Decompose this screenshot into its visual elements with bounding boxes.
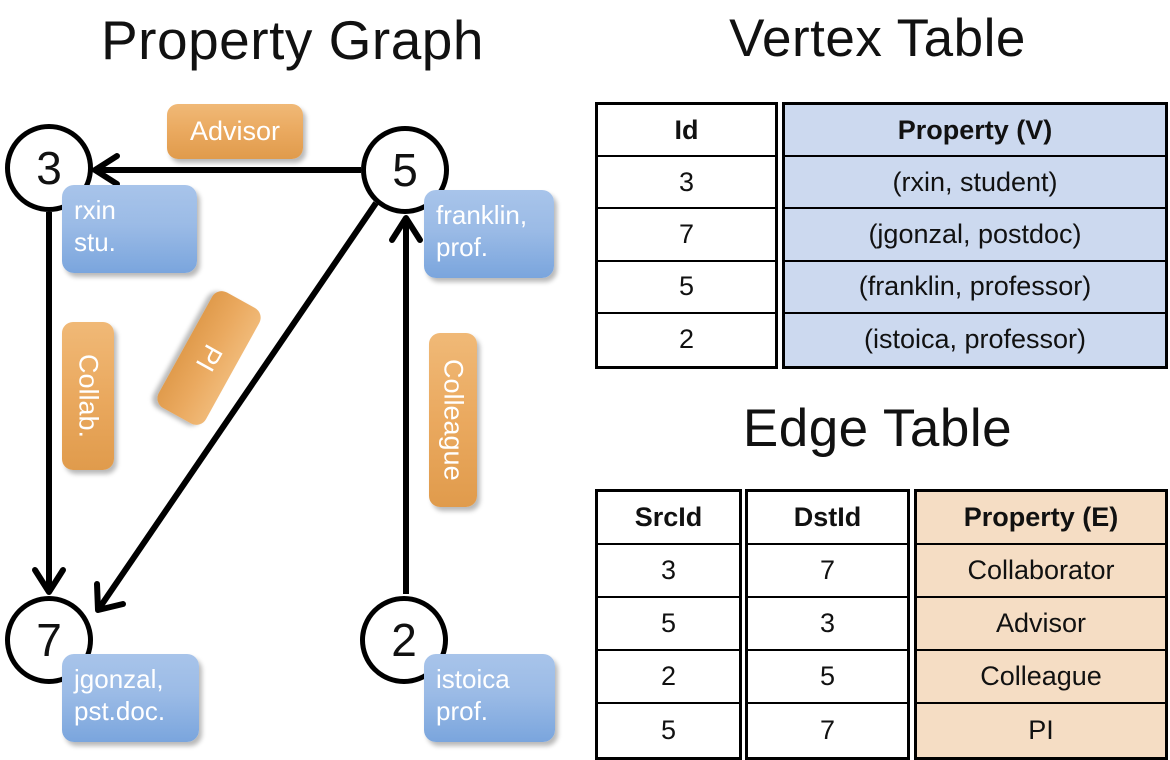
vertex-prop-line-1: rxin	[74, 195, 116, 225]
vertex-prop-line-1: istoica	[436, 664, 510, 694]
edge-table-row-srcid: 5	[598, 598, 739, 651]
edge-table-row-dstid: 3	[748, 598, 907, 651]
page-title-vertex-table: Vertex Table	[729, 9, 1026, 68]
edge-line-collab	[32, 212, 66, 595]
property-graph-panel: Property Graph Advisor Collab. PI Collea…	[5, 9, 555, 742]
graph-node-2[interactable]: 2	[360, 596, 448, 684]
page-title-edge-table: Edge Table	[742, 399, 1013, 458]
vertex-prop-line-2: stu.	[74, 226, 116, 257]
edge-table-row-dstid: 7	[819, 714, 836, 745]
vertex-table-row-property: (jgonzal, postdoc)	[785, 209, 1165, 262]
graph-edge-lines	[32, 153, 423, 613]
vertex-table-row-id: 2	[678, 324, 695, 355]
edge-table-header-srcid: SrcId	[598, 492, 739, 545]
vertex-table-row-id: 7	[598, 209, 775, 262]
edge-table-srcid-column: SrcId 3 5 2 5	[595, 489, 742, 760]
edge-label-colleague: Colleague	[429, 333, 477, 507]
edge-table-header-dstid: DstId	[748, 492, 907, 545]
edge-table-property-column: Property (E) Collaborator Advisor Collea…	[914, 489, 1168, 760]
vertex-table-header-id: Id	[598, 105, 775, 158]
edge-line-advisor	[92, 153, 361, 187]
vertex-table-row-property: (franklin, professor)	[785, 262, 1165, 314]
edge-table-row-property: Colleague	[917, 651, 1165, 704]
edge-table-row-property: PI	[1028, 714, 1054, 745]
edge-table-row-dstid: 7	[748, 545, 907, 598]
vertex-table-header-property: Property (V)	[785, 105, 1165, 158]
edge-table-dstid-column: DstId 7 3 5 7	[745, 489, 910, 760]
edge-table-row-srcid: 5	[660, 714, 677, 745]
vertex-table-row-id: 3	[598, 157, 775, 210]
vertex-table-row-id: 5	[598, 262, 775, 314]
edge-label-collab: Collab.	[62, 322, 114, 470]
vertex-prop-line-1: franklin,	[436, 200, 528, 230]
edge-label-advisor: Advisor	[167, 104, 303, 159]
edge-table-row-srcid: 2	[598, 651, 739, 704]
vertex-table-property-column: Property (V) (rxin, student) (jgonzal, p…	[782, 102, 1168, 369]
edge-table-row-dstid: 5	[748, 651, 907, 704]
vertex-property-box-3: rxin stu.	[62, 185, 197, 273]
vertex-property-box-5: franklin, prof.	[424, 190, 554, 278]
vertex-property-box-2: istoica prof.	[424, 654, 555, 742]
edge-line-pi	[94, 201, 379, 613]
vertex-table-id-column: Id 3 7 5 2	[595, 102, 778, 369]
vertex-property-box-7: jgonzal, pst.doc.	[62, 654, 199, 742]
edge-table-row-property: Advisor	[917, 598, 1165, 651]
page-title-property-graph: Property Graph	[100, 9, 484, 71]
vertex-prop-line-2: prof.	[436, 695, 489, 726]
vertex-prop-line-1: jgonzal,	[74, 664, 164, 694]
edge-table-header-property: Property (E)	[917, 492, 1165, 545]
edge-table-row-srcid: 3	[598, 545, 739, 598]
vertex-table-row-property: (istoica, professor)	[863, 324, 1087, 355]
edge-line-colleague	[389, 215, 423, 594]
vertex-table-row-property: (rxin, student)	[785, 157, 1165, 210]
vertex-prop-line-2: pst.doc.	[74, 695, 166, 726]
edge-table-row-property: Collaborator	[917, 545, 1165, 598]
vertex-prop-line-2: prof.	[436, 231, 489, 262]
